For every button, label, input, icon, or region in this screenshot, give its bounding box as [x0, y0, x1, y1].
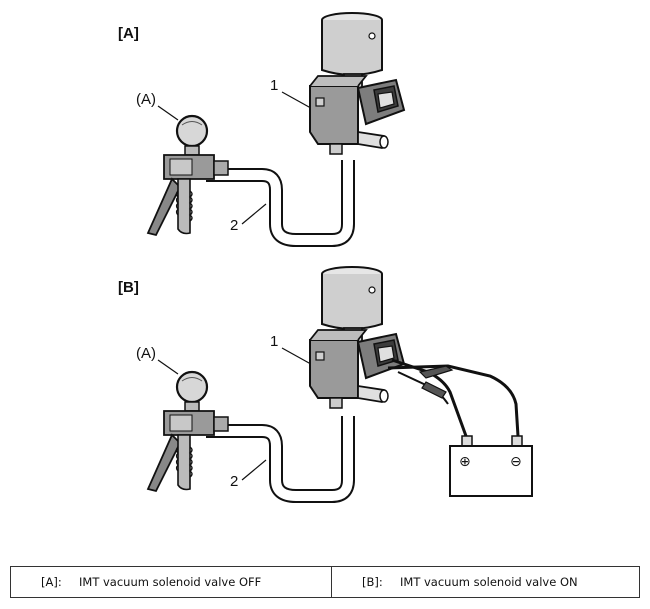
panel-a-gauge-label: (A) [136, 91, 156, 108]
panel-a-label: [A] [118, 25, 139, 42]
legend-row: [A]: IMT vacuum solenoid valve OFF [B]: IM… [10, 566, 640, 598]
panel-b-hose-label: 2 [230, 473, 238, 490]
legend-table: [A]: IMT vacuum solenoid valve OFF [B]: IM… [10, 566, 640, 598]
panel-b-vacuum-pump [146, 370, 230, 493]
battery-negative-terminal-icon: ⊖ [510, 454, 522, 470]
legend-text-a: IMT vacuum solenoid valve OFF [79, 575, 262, 589]
panel-a-solenoid-valve [309, 12, 405, 155]
legend-code-a: [A]: [41, 575, 62, 589]
panel-a-hose-label: 2 [230, 217, 238, 234]
panel-b-label: [B] [118, 279, 139, 296]
panel-b-test-leads [387, 358, 520, 437]
panel-b: [B] (A) 1 2 ⊕ ⊖ [118, 266, 533, 503]
legend-code-b: [B]: [362, 575, 383, 589]
panel-a-solenoid-label: 1 [270, 77, 278, 94]
solenoid-test-diagram: [A] (A) 1 2 [B] (A) 1 2 [118, 12, 533, 503]
battery-positive-terminal-icon: ⊕ [459, 454, 471, 470]
panel-b-gauge-label: (A) [136, 345, 156, 362]
panel-a-vacuum-pump [146, 114, 230, 237]
panel-b-solenoid-valve [309, 266, 405, 409]
legend-cell-a: [A]: IMT vacuum solenoid valve OFF [10, 566, 332, 598]
legend-cell-b: [B]: IMT vacuum solenoid valve ON [331, 566, 640, 598]
legend-text-b: IMT vacuum solenoid valve ON [400, 575, 578, 589]
panel-b-battery: ⊕ ⊖ [449, 435, 533, 497]
panel-b-solenoid-label: 1 [270, 333, 278, 350]
panel-a: [A] (A) 1 2 [118, 12, 405, 247]
